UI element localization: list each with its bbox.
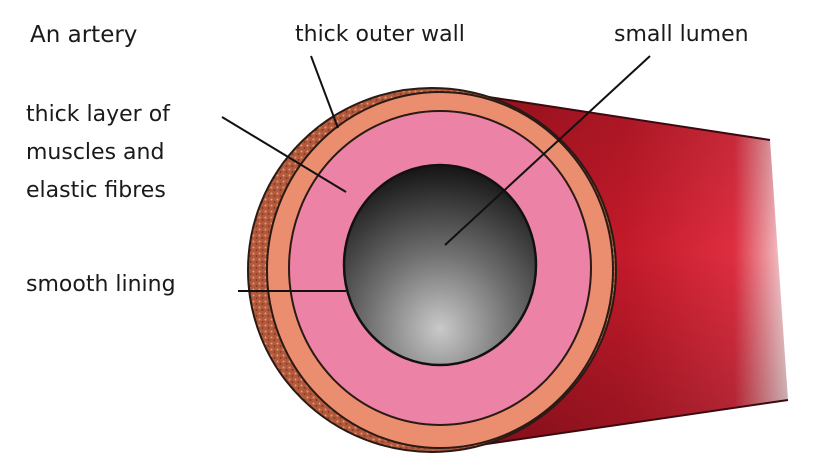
leader-muscle: [221, 116, 347, 193]
label-outer-wall: thick outer wall: [295, 22, 465, 47]
lumen: [342, 163, 538, 367]
label-muscle-layer: thick layer of muscles and elastic fibre…: [26, 102, 170, 203]
label-lumen: small lumen: [614, 22, 749, 47]
diagram-title: An artery: [30, 22, 138, 48]
label-lining: smooth lining: [26, 272, 176, 297]
leader-outer-wall: [310, 55, 339, 129]
leader-lumen: [444, 55, 651, 246]
